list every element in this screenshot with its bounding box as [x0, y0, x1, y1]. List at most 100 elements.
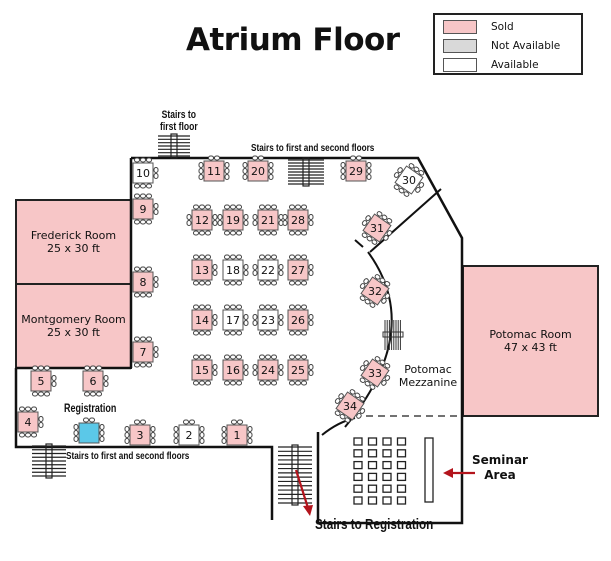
table-5[interactable]: 5 — [30, 365, 57, 397]
table-3[interactable]: 3 — [124, 419, 156, 446]
table-top — [257, 359, 279, 381]
wall-east — [131, 156, 464, 525]
table-top — [17, 411, 39, 433]
legend-label: Not Available — [491, 40, 561, 52]
legend-label: Sold — [491, 21, 514, 33]
table-20[interactable]: 20 — [242, 155, 274, 182]
stairs-arrow-head — [303, 505, 313, 516]
room-montgomery[interactable] — [15, 283, 132, 369]
table-top — [191, 209, 213, 231]
table-number: 34 — [343, 400, 357, 413]
table-16[interactable]: 16 — [222, 354, 249, 386]
table-10[interactable]: 10 — [132, 157, 159, 189]
table-top — [132, 198, 154, 220]
stairs-first-floor-label: Stairs to first floor — [160, 109, 198, 133]
seminar-seat — [353, 472, 363, 482]
table-number: 28 — [291, 214, 305, 227]
frederick-room-label: Frederick Room 25 x 30 ft — [16, 229, 131, 255]
table-top — [222, 359, 244, 381]
table-12[interactable]: 12 — [186, 204, 218, 236]
mezzanine-rail-top — [354, 239, 364, 248]
table-30[interactable]: 30 — [388, 159, 430, 201]
table-top — [345, 160, 367, 182]
table-top — [257, 309, 279, 331]
table-22[interactable]: 22 — [252, 254, 284, 286]
table-number: 4 — [25, 416, 32, 429]
table-32[interactable]: 32 — [354, 270, 396, 312]
table-15[interactable]: 15 — [191, 354, 218, 386]
table-top — [257, 259, 279, 281]
legend-label: Available — [491, 59, 539, 71]
table-19[interactable]: 19 — [217, 204, 249, 236]
table-8[interactable]: 8 — [132, 266, 159, 298]
legend: Sold Not Available Available — [433, 13, 583, 75]
seminar-seat — [396, 449, 407, 458]
seminar-seat — [382, 496, 392, 505]
seminar-seat — [353, 449, 363, 458]
table-14[interactable]: 14 — [191, 304, 218, 336]
label-line: Stairs to — [161, 109, 196, 121]
label-line: first floor — [160, 121, 198, 133]
stairs-arrow — [294, 469, 310, 509]
stairs-bottom-left — [32, 443, 66, 479]
seminar-seat — [396, 496, 407, 505]
table-number: 2 — [186, 429, 193, 442]
table-27[interactable]: 27 — [287, 254, 314, 286]
table-24[interactable]: 24 — [252, 354, 284, 386]
seminar-seat — [382, 437, 392, 446]
legend-item-not-available: Not Available — [443, 38, 560, 54]
seminar-seat — [367, 449, 378, 458]
table-33[interactable]: 33 — [354, 352, 396, 394]
room-name: Frederick Room — [30, 229, 117, 242]
table-4[interactable]: 4 — [17, 406, 44, 438]
legend-item-available: Available — [443, 57, 539, 73]
table-13[interactable]: 13 — [191, 254, 218, 286]
table-number: 5 — [38, 375, 45, 388]
page-title: Atrium Floor — [186, 22, 400, 58]
table-top — [178, 424, 200, 446]
seminar-seat — [353, 437, 363, 446]
table-2[interactable]: 2 — [173, 419, 205, 446]
seminar-seat — [367, 484, 378, 493]
legend-item-sold: Sold — [443, 19, 514, 35]
table-17[interactable]: 17 — [222, 304, 249, 336]
table-top — [394, 165, 424, 195]
label-line: Seminar — [472, 453, 528, 467]
table-7[interactable]: 7 — [132, 336, 159, 368]
table-number: 29 — [349, 165, 363, 178]
table-26[interactable]: 26 — [287, 304, 314, 336]
table-number: 20 — [251, 165, 265, 178]
legend-swatch-sold — [443, 20, 477, 34]
table-31[interactable]: 31 — [356, 207, 398, 249]
table-number: 17 — [226, 314, 240, 327]
table-9[interactable]: 9 — [132, 193, 159, 225]
table-6[interactable]: 6 — [82, 365, 109, 397]
stairs-mezzanine — [382, 320, 404, 350]
table-1[interactable]: 1 — [221, 419, 253, 446]
table-28[interactable]: 28 — [282, 204, 314, 236]
table-number: 22 — [261, 264, 275, 277]
seminar-seat — [367, 437, 378, 446]
table-top — [132, 341, 154, 363]
partition-diagonal — [369, 188, 442, 253]
table-23[interactable]: 23 — [252, 304, 284, 336]
table-number: 23 — [261, 314, 275, 327]
table-34[interactable]: 34 — [329, 385, 371, 427]
table-21[interactable]: 21 — [252, 204, 284, 236]
seminar-seat — [367, 460, 378, 470]
registration-table[interactable] — [73, 417, 105, 444]
table-number: 21 — [261, 214, 275, 227]
table-top — [360, 358, 390, 388]
table-11[interactable]: 11 — [198, 155, 230, 182]
table-29[interactable]: 29 — [340, 155, 372, 182]
seminar-seat — [353, 460, 363, 470]
table-top — [257, 209, 279, 231]
seminar-seat — [382, 472, 392, 482]
table-18[interactable]: 18 — [222, 254, 249, 286]
seminar-seat — [382, 449, 392, 458]
seminar-seat — [396, 484, 407, 493]
stairs-top-label: Stairs to first and second floors — [251, 142, 375, 154]
table-number: 6 — [90, 375, 97, 388]
table-25[interactable]: 25 — [287, 354, 314, 386]
room-potomac[interactable] — [462, 265, 599, 417]
